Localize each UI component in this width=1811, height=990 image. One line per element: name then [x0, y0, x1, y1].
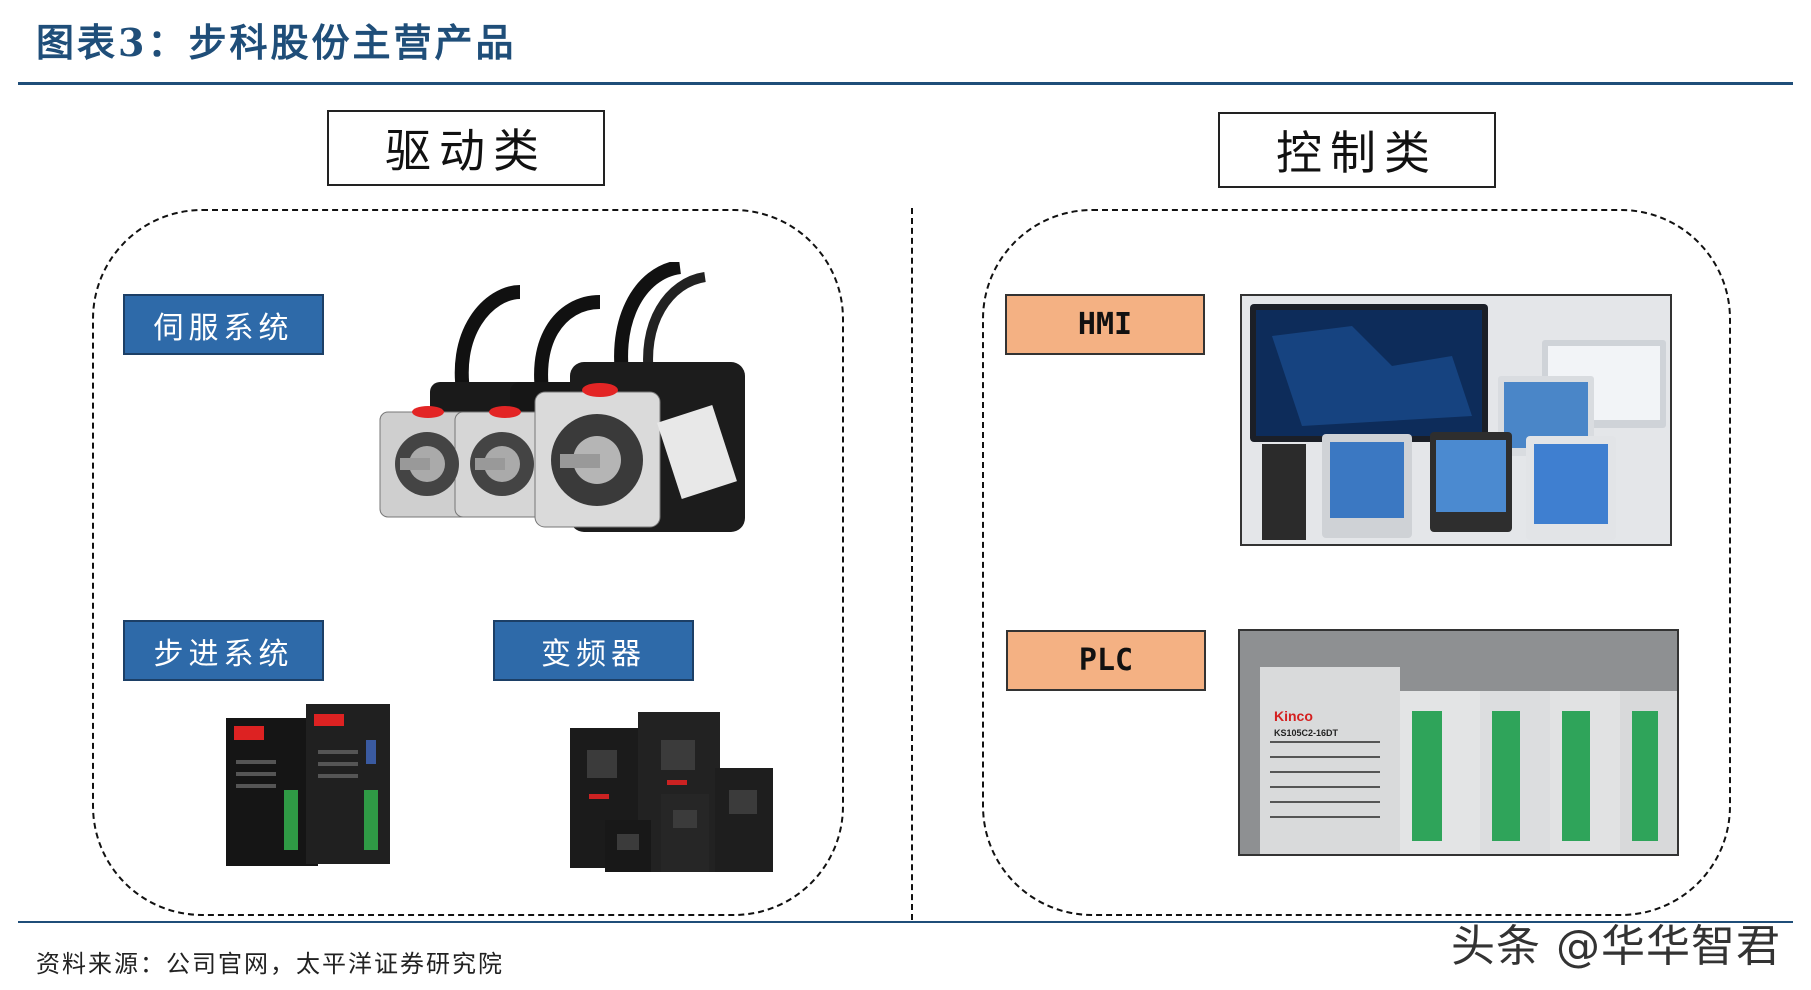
label-plc: PLC	[1006, 630, 1206, 691]
control-group	[982, 209, 1731, 916]
category-control: 控制类	[1218, 112, 1496, 188]
label-hmi: HMI	[1005, 294, 1205, 355]
category-drive: 驱动类	[327, 110, 605, 186]
group-divider	[911, 208, 913, 920]
inverter-image	[565, 710, 785, 875]
watermark: 头条 @华华智君	[1451, 921, 1781, 972]
stepper-driver-image	[222, 700, 394, 870]
label-inverter: 变频器	[493, 620, 694, 681]
plc-brand-text: Kinco	[1274, 708, 1313, 724]
label-stepper-system: 步进系统	[123, 620, 324, 681]
plc-model-text: KS105C2-16DT	[1274, 728, 1339, 738]
page-title: 图表3：步科股份主营产品	[36, 20, 517, 65]
footer-rule	[18, 921, 1793, 923]
title-rule	[18, 82, 1793, 85]
drive-group	[92, 209, 844, 916]
plc-image: Kinco KS105C2-16DT	[1238, 629, 1679, 856]
servo-motor-image	[370, 262, 755, 574]
source-note: 资料来源：公司官网，太平洋证券研究院	[36, 950, 504, 978]
label-servo-system: 伺服系统	[123, 294, 324, 355]
hmi-image	[1240, 294, 1672, 546]
